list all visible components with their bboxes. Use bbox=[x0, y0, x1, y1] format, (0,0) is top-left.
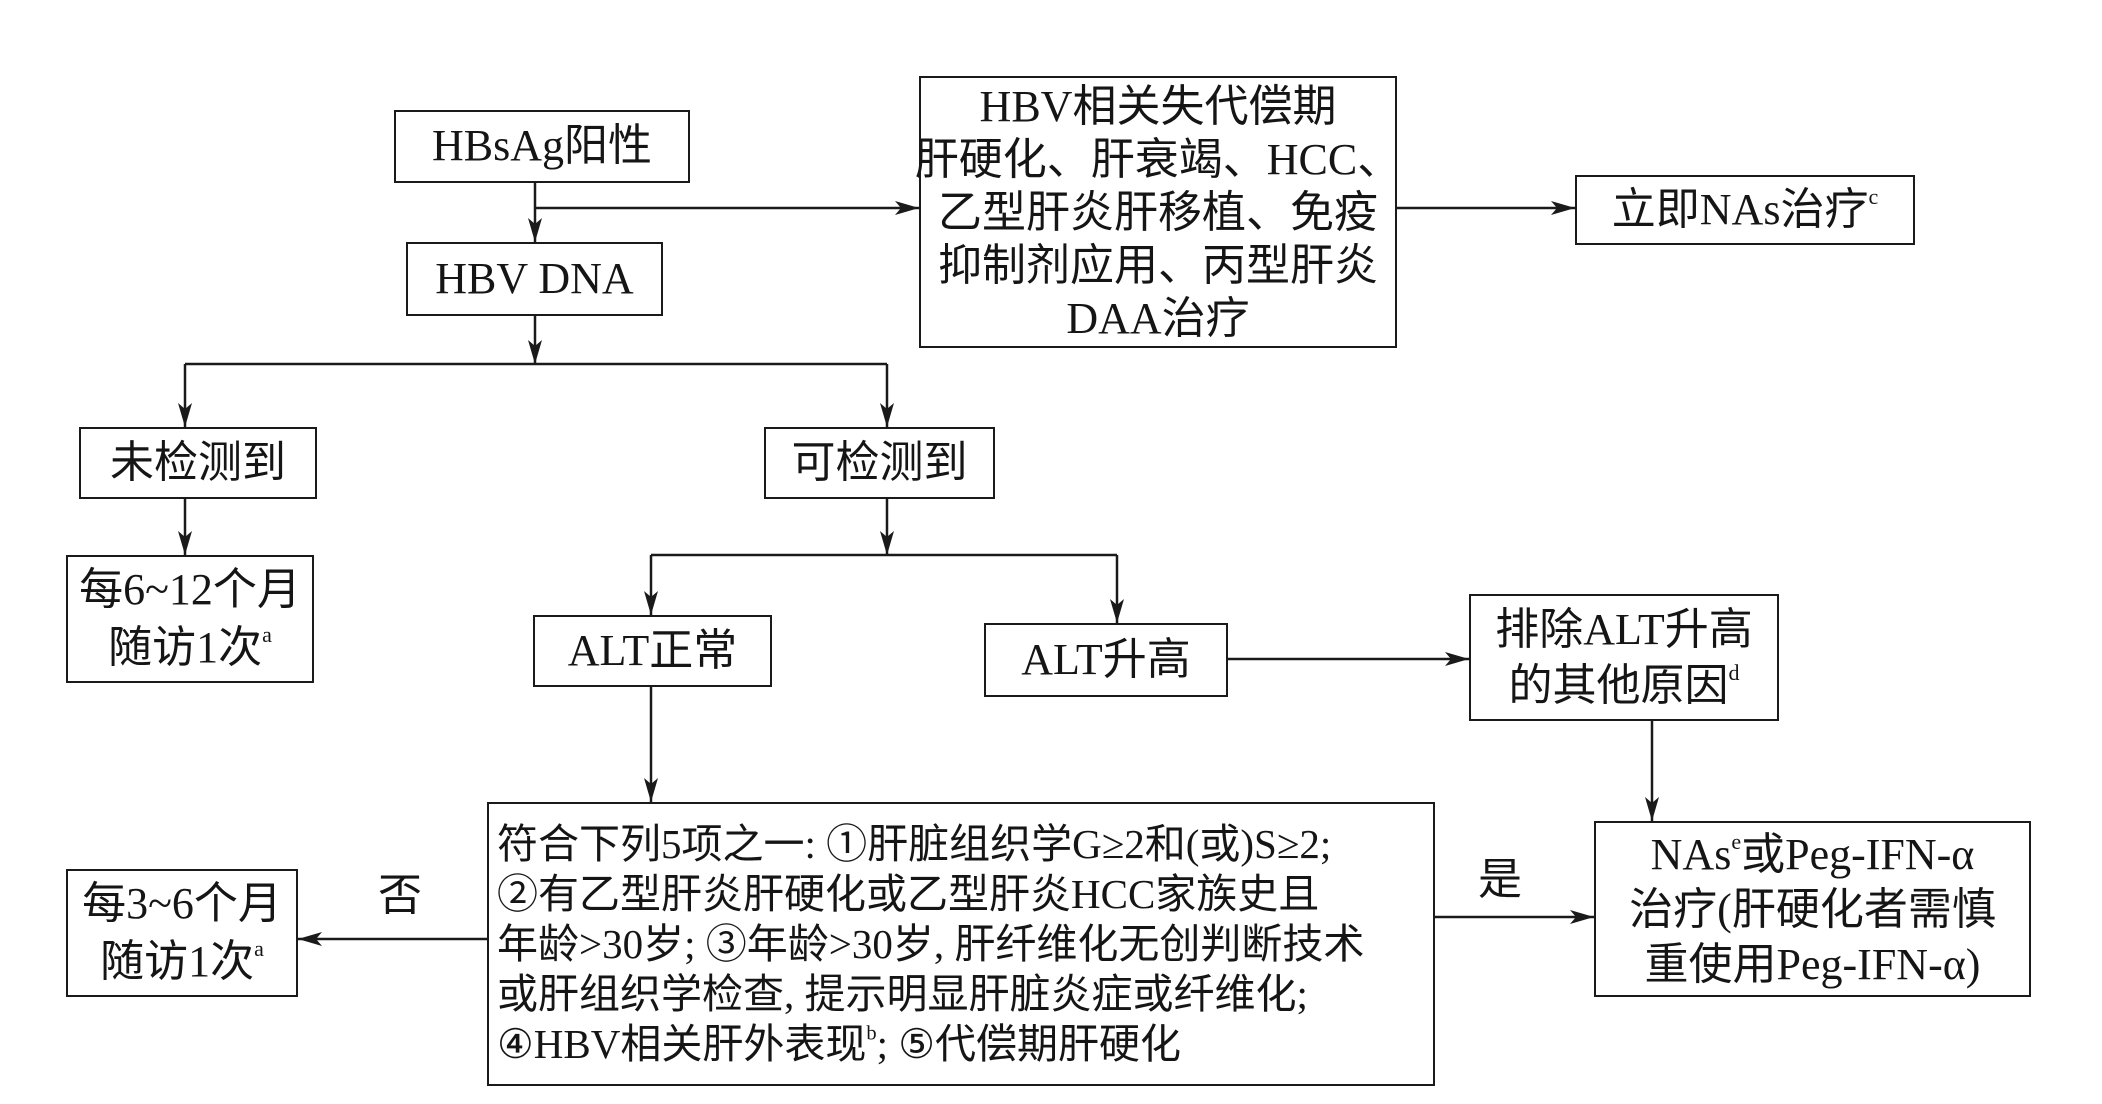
followup-text: 随访1次 bbox=[100, 937, 255, 986]
treatment-line: 治疗(肝硬化者需慎 bbox=[1629, 884, 1996, 934]
immediate-nas-treatment-box: 立即NAs治疗c bbox=[1575, 175, 1915, 245]
alt-elevated-label: ALT升高 bbox=[1021, 634, 1191, 684]
hbv-dna-box: HBV DNA bbox=[406, 242, 663, 316]
treatment-line: NAse或Peg-IFN-α bbox=[1651, 827, 1975, 882]
nas-or-peg-ifn-treatment-box: NAse或Peg-IFN-α 治疗(肝硬化者需慎 重使用Peg-IFN-α) bbox=[1594, 821, 2031, 997]
criteria-text: ④HBV相关肝外表现 bbox=[497, 1021, 867, 1067]
footnote-marker: d bbox=[1728, 659, 1740, 685]
treatment-line: 重使用Peg-IFN-α) bbox=[1644, 939, 1981, 989]
footnote-marker: e bbox=[1731, 828, 1742, 854]
detected-label: 可检测到 bbox=[791, 437, 968, 487]
hbsag-positive-box: HBsAg阳性 bbox=[394, 110, 690, 183]
followup-3-6-months-box: 每3~6个月 随访1次a bbox=[66, 869, 298, 997]
criteria-line: 或肝组织学检查, 提示明显肝脏炎症或纤维化; bbox=[497, 971, 1308, 1017]
exclude-other-causes-box: 排除ALT升高 的其他原因d bbox=[1469, 594, 1779, 721]
edge-label-no: 否 bbox=[378, 871, 422, 920]
followup-line: 随访1次a bbox=[108, 619, 272, 677]
criteria-line: ②有乙型肝炎肝硬化或乙型肝炎HCC家族史且 bbox=[497, 871, 1320, 917]
hbv-dna-label: HBV DNA bbox=[435, 253, 634, 303]
footnote-marker: a bbox=[254, 936, 264, 962]
exclude-line: 的其他原因d bbox=[1509, 658, 1740, 714]
footnote-marker: a bbox=[262, 622, 272, 648]
criteria-line: 符合下列5项之一: ①肝脏组织学G≥2和(或)S≥2; bbox=[497, 821, 1332, 867]
footnote-marker: b bbox=[866, 1022, 877, 1045]
criteria-line: ④HBV相关肝外表现b; ⑤代偿期肝硬化 bbox=[497, 1019, 1181, 1069]
immediate-nas-treatment-label: 立即NAs治疗c bbox=[1612, 184, 1878, 237]
treatment-criteria-box: 符合下列5项之一: ①肝脏组织学G≥2和(或)S≥2; ②有乙型肝炎肝硬化或乙型… bbox=[487, 802, 1435, 1086]
footnote-marker: c bbox=[1868, 183, 1879, 209]
criteria-line: 年龄>30岁; ③年龄>30岁, 肝纤维化无创判断技术 bbox=[497, 921, 1365, 967]
treatment-text: 或Peg-IFN-α bbox=[1741, 829, 1975, 879]
undetected-label: 未检测到 bbox=[110, 437, 286, 487]
followup-line: 随访1次a bbox=[100, 933, 264, 991]
followup-text: 随访1次 bbox=[108, 623, 263, 672]
followup-line: 每6~12个月 bbox=[79, 565, 301, 614]
treatment-text: NAs bbox=[1650, 829, 1732, 879]
alt-elevated-box: ALT升高 bbox=[984, 623, 1228, 697]
alt-normal-label: ALT正常 bbox=[567, 625, 738, 675]
edge-label-yes: 是 bbox=[1478, 855, 1522, 904]
immediate-nas-treatment-text: 立即NAs治疗 bbox=[1611, 184, 1869, 234]
decompensated-line: 抑制剂应用、丙型肝炎 bbox=[938, 240, 1378, 290]
decompensated-line: HBV相关失代偿期 bbox=[979, 81, 1337, 131]
detected-box: 可检测到 bbox=[764, 427, 995, 499]
followup-6-12-months-box: 每6~12个月 随访1次a bbox=[66, 555, 314, 683]
followup-line: 每3~6个月 bbox=[82, 879, 282, 928]
criteria-text: ; ⑤代偿期肝硬化 bbox=[876, 1021, 1181, 1067]
decompensated-line: 肝硬化、肝衰竭、HCC、 bbox=[914, 134, 1402, 184]
decompensated-line: DAA治疗 bbox=[1066, 293, 1250, 343]
undetected-box: 未检测到 bbox=[79, 427, 317, 499]
decompensated-conditions-box: HBV相关失代偿期 肝硬化、肝衰竭、HCC、 乙型肝炎肝移植、免疫 抑制剂应用、… bbox=[915, 76, 1401, 348]
alt-normal-box: ALT正常 bbox=[533, 615, 772, 687]
decompensated-line: 乙型肝炎肝移植、免疫 bbox=[938, 187, 1378, 237]
exclude-text: 的其他原因 bbox=[1508, 660, 1729, 710]
hbsag-positive-label: HBsAg阳性 bbox=[431, 121, 653, 171]
exclude-line: 排除ALT升高 bbox=[1495, 604, 1753, 654]
